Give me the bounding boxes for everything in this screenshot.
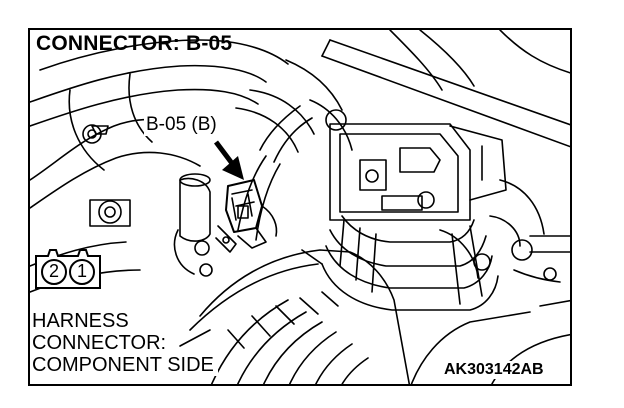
connector-b05-body: [215, 179, 278, 253]
diagram-frame: 2 1 CONNECTOR: B-05 B-05 (B) HARNESS CON…: [28, 28, 572, 386]
harness-connector-symbol: [35, 249, 101, 289]
harness-label-line-2: CONNECTOR:: [32, 332, 167, 354]
throttle-body: [329, 123, 570, 283]
callout-arrow: [214, 140, 244, 180]
fuel-rail: [235, 30, 570, 153]
connector-callout-label: B-05 (B): [144, 114, 219, 136]
vacuum-hose: [237, 105, 313, 241]
engine-bay-illustration: [30, 30, 570, 384]
pin-2-label: 2: [48, 261, 59, 281]
harness-label-line-1: HARNESS: [32, 310, 129, 332]
pin-1-label: 1: [76, 261, 87, 281]
harness-label-line-3: COMPONENT SIDE: [32, 354, 218, 376]
figure-id: AK303142AB: [442, 361, 546, 379]
air-cleaner-housing: [179, 249, 570, 384]
intake-manifold: [30, 39, 289, 293]
air-intake-duct: [301, 195, 499, 311]
diagram-title: CONNECTOR: B-05: [36, 32, 233, 55]
